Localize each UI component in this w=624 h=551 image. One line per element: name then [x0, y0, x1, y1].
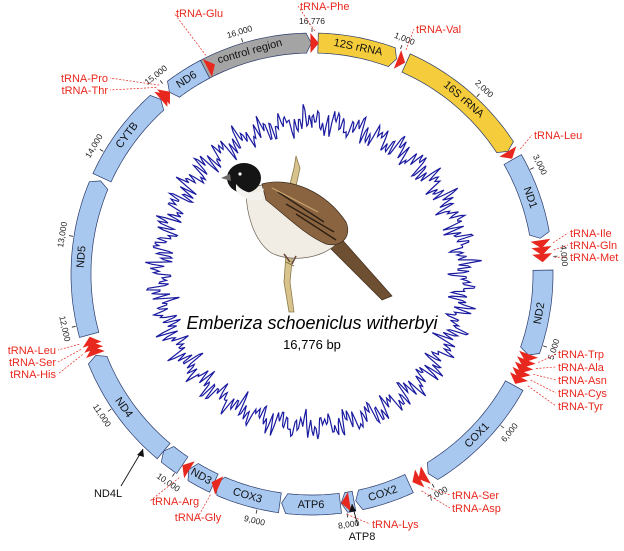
tick-label-16-000: 16,000	[226, 23, 254, 40]
trna-label-trna-ala: tRNA-Ala	[558, 362, 605, 374]
tick-mark	[256, 510, 257, 514]
genome-size: 16,776 bp	[283, 337, 341, 352]
position-ticks: 1,0002,0003,0004,0005,0006,0007,0008,000…	[55, 16, 570, 531]
trna-label-trna-pro: tRNA-Pro	[61, 73, 108, 85]
trna-leader-line	[110, 87, 156, 90]
trna-leader-line	[536, 367, 556, 369]
tick-mark	[160, 80, 162, 83]
trna-label-trna-thr: tRNA-Thr	[62, 85, 109, 97]
tick-mark	[401, 45, 403, 49]
tick-label-14-000: 14,000	[83, 132, 105, 160]
trna-label-trna-val: tRNA-Val	[416, 24, 461, 36]
tick-label-2-000: 2,000	[473, 78, 496, 100]
trna-label-trna-leu: tRNA-Leu	[8, 345, 56, 357]
tick-label-13-000: 13,000	[55, 221, 69, 249]
gc-content-trace	[145, 104, 481, 439]
trna-label-trna-ser: tRNA-Ser	[452, 490, 499, 502]
tick-label-4-000: 4,000	[559, 245, 571, 267]
trna-leader-line	[553, 233, 568, 243]
trna-label-trna-ile: tRNA-Ile	[570, 228, 612, 240]
tick-label-10-000: 10,000	[155, 471, 182, 494]
trna-label-trna-phe: tRNA-Phe	[300, 1, 350, 13]
trna-label-trna-gln: tRNA-Gln	[570, 240, 617, 252]
bird-illustration	[221, 156, 392, 312]
trna-leader-line	[528, 386, 556, 406]
trna-label-trna-gly: tRNA-Gly	[175, 512, 222, 524]
trna-label-trna-leu: tRNA-Leu	[534, 130, 582, 142]
trna-label-trna-tyr: tRNA-Tyr	[558, 401, 604, 413]
trna-leader-line	[520, 135, 532, 149]
tick-label-12-000: 12,000	[57, 315, 72, 343]
trna-leader-line	[533, 374, 556, 380]
tick-label-16-776: 16,776	[299, 16, 325, 26]
tick-mark	[242, 38, 243, 42]
trna-label-trna-arg: tRNA-Arg	[152, 496, 199, 508]
tick-mark	[72, 326, 76, 327]
gene-label-nd5: ND5	[75, 245, 89, 268]
nd4l-label: ND4L	[94, 488, 122, 500]
trna-label-trna-cys: tRNA-Cys	[558, 388, 607, 400]
nd4l-callout: ND4L	[94, 449, 144, 500]
trna-leader-line	[58, 349, 81, 362]
trna-leader-line	[531, 380, 556, 393]
species-title: Emberiza schoeniclus witherbyi	[186, 313, 438, 333]
trna-label-trna-met: tRNA-Met	[570, 252, 618, 264]
gene-16s-rrna	[402, 54, 513, 153]
trna-leader-line	[58, 344, 79, 350]
tick-mark	[69, 236, 73, 237]
tick-mark	[543, 346, 547, 347]
tick-mark	[347, 513, 348, 517]
trna-label-trna-trp: tRNA-Trp	[558, 349, 604, 361]
trna-labels: tRNA-Phe tRNA-Val tRNA-Leu tRNA-IletRNA-Gln…	[8, 1, 619, 531]
trna-leader-line	[58, 355, 83, 375]
trna-label-trna-asn: tRNA-Asn	[558, 375, 607, 387]
tick-mark	[100, 149, 103, 151]
trna-label-trna-his: tRNA-His	[10, 369, 56, 381]
trna-label-trna-ser: tRNA-Ser	[9, 357, 56, 369]
tick-label-6-000: 6,000	[499, 421, 520, 444]
tick-label-15-000: 15,000	[142, 63, 169, 87]
gene-label-atp6: ATP6	[298, 499, 325, 511]
tick-mark	[108, 409, 111, 411]
trna-label-trna-glu: tRNA-Glu	[176, 8, 223, 20]
tick-mark	[172, 473, 174, 476]
tick-label-9-000: 9,000	[243, 513, 266, 528]
tick-mark	[432, 484, 434, 488]
trna-label-trna-lys: tRNA-Lys	[372, 519, 419, 531]
tick-mark	[477, 94, 480, 97]
tick-mark	[501, 426, 504, 429]
atp8-label: ATP8	[349, 531, 376, 543]
trna-trna-met-mark	[532, 253, 552, 262]
tick-mark	[530, 168, 534, 170]
tick-label-3-000: 3,000	[531, 153, 549, 177]
gc-content-line	[145, 104, 481, 439]
trna-label-trna-asp: tRNA-Asp	[452, 503, 501, 515]
